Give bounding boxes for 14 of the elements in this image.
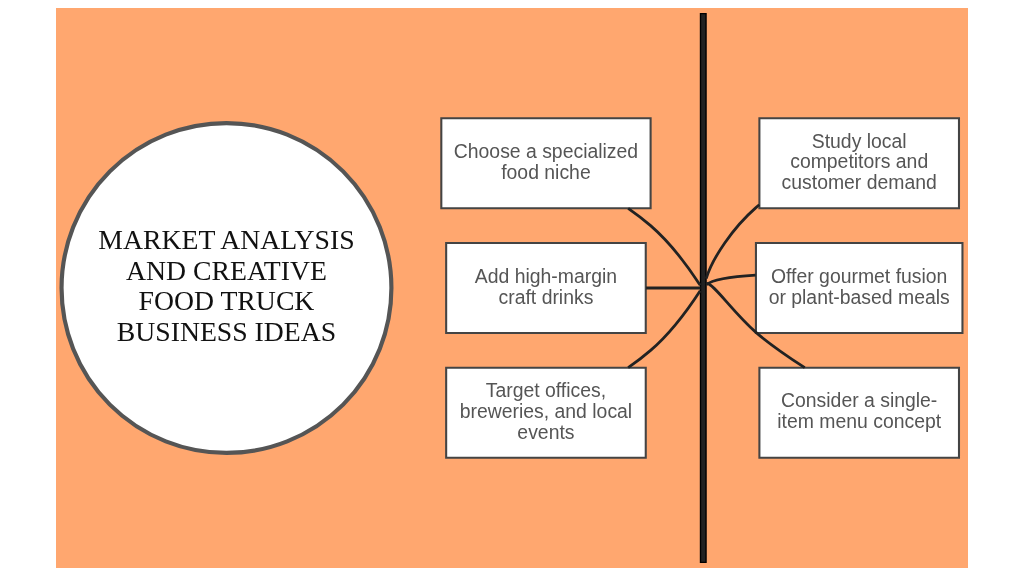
- node-box: Study local competitors and customer demand: [758, 117, 961, 210]
- connector: [705, 282, 806, 369]
- node-circle: MARKET ANALYSIS AND CREATIVE FOOD TRUCK BUSINESS IDEAS: [59, 121, 394, 455]
- connector: [627, 289, 702, 369]
- connector: [627, 207, 702, 287]
- connector: [704, 203, 761, 280]
- node-box: Consider a single-item menu concept: [758, 366, 961, 459]
- node-box: Offer gourmet fusion or plant-based meals: [754, 241, 964, 335]
- node-box: Choose a specialized food niche: [440, 117, 652, 210]
- node-box: Add high-margin craft drinks: [445, 241, 647, 335]
- connector: [705, 273, 756, 286]
- node-box: Target offices, breweries, and local events: [445, 366, 647, 459]
- connector: [646, 286, 701, 290]
- node-bar: [699, 12, 707, 564]
